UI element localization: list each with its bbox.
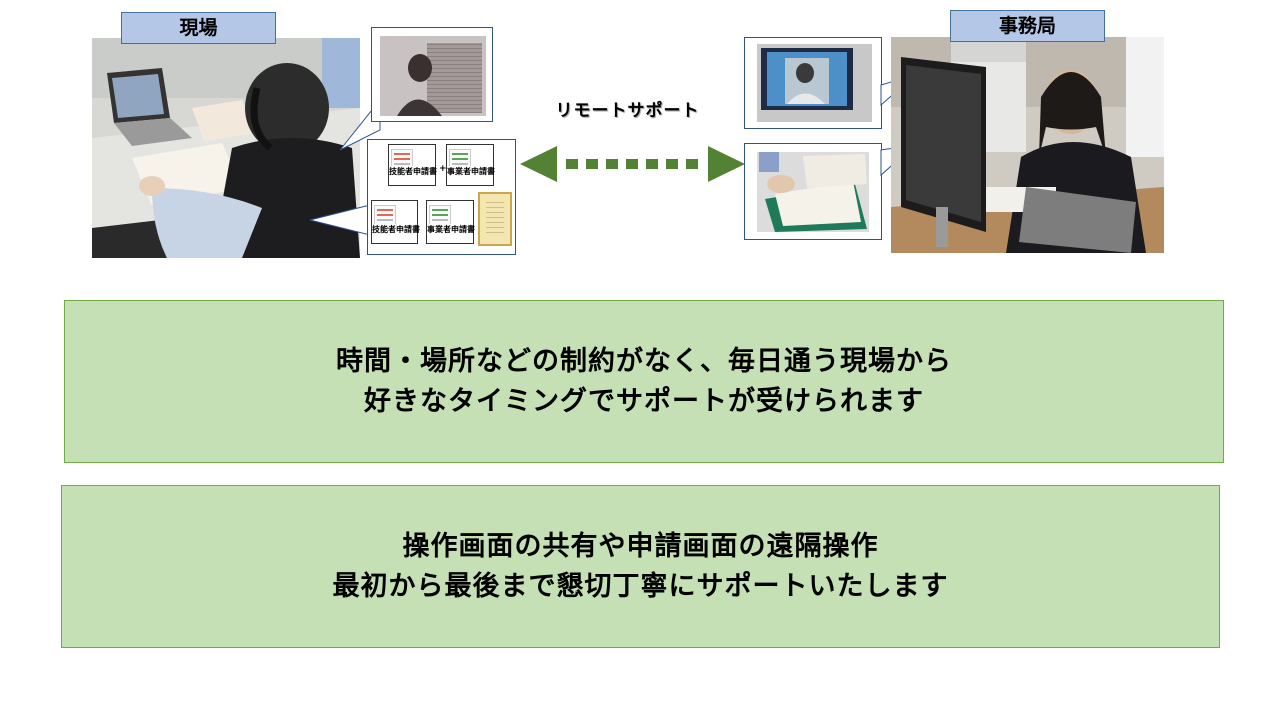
message-panel-flexibility: 時間・場所などの制約がなく、毎日通う現場から 好きなタイミングでサポートが受けら… [64,300,1224,463]
panel-line: 時間・場所などの制約がなく、毎日通う現場から [336,345,952,377]
remote-view-image [372,28,492,121]
double-arrow-icon [520,146,745,182]
document-skill-application: 技能者申請書 [388,144,437,186]
plus-sign: + [439,164,447,174]
worker-photo [92,38,360,258]
document-business-application-2: 事業者申請書 [426,200,475,244]
site-label-jimukyoku: 事務局 [950,10,1105,42]
document-business-application: 事業者申請書 [446,144,495,186]
callout-pointers-left [309,100,381,236]
remote-support-label: リモートサポート [555,101,700,121]
worker-photo-illustration [92,38,360,258]
message-panel-support: 操作画面の共有や申請画面の遠隔操作 最初から最後まで懇切丁寧にサポートいたします [61,485,1220,648]
office-staff-illustration [891,37,1164,253]
office-staff-photo [891,37,1164,253]
video-call-image [745,38,881,128]
panel-line: 最初から最後まで懇切丁寧にサポートいたします [332,570,949,602]
panel-line: 操作画面の共有や申請画面の遠隔操作 [402,530,879,562]
panel-line: 好きなタイミングでサポートが受けられます [364,385,924,417]
document-skill-application-2: 技能者申請書 [371,200,420,244]
remote-view-inset [371,27,493,122]
paperwork-inset [744,143,882,240]
paperwork-image [745,144,881,239]
certificate-card [478,192,512,246]
documents-inset: 技能者申請書 + 事業者申請書 技能者申請書 事業者申請書 [367,139,516,255]
video-call-inset [744,37,882,129]
site-label-genba: 現場 [121,12,276,44]
